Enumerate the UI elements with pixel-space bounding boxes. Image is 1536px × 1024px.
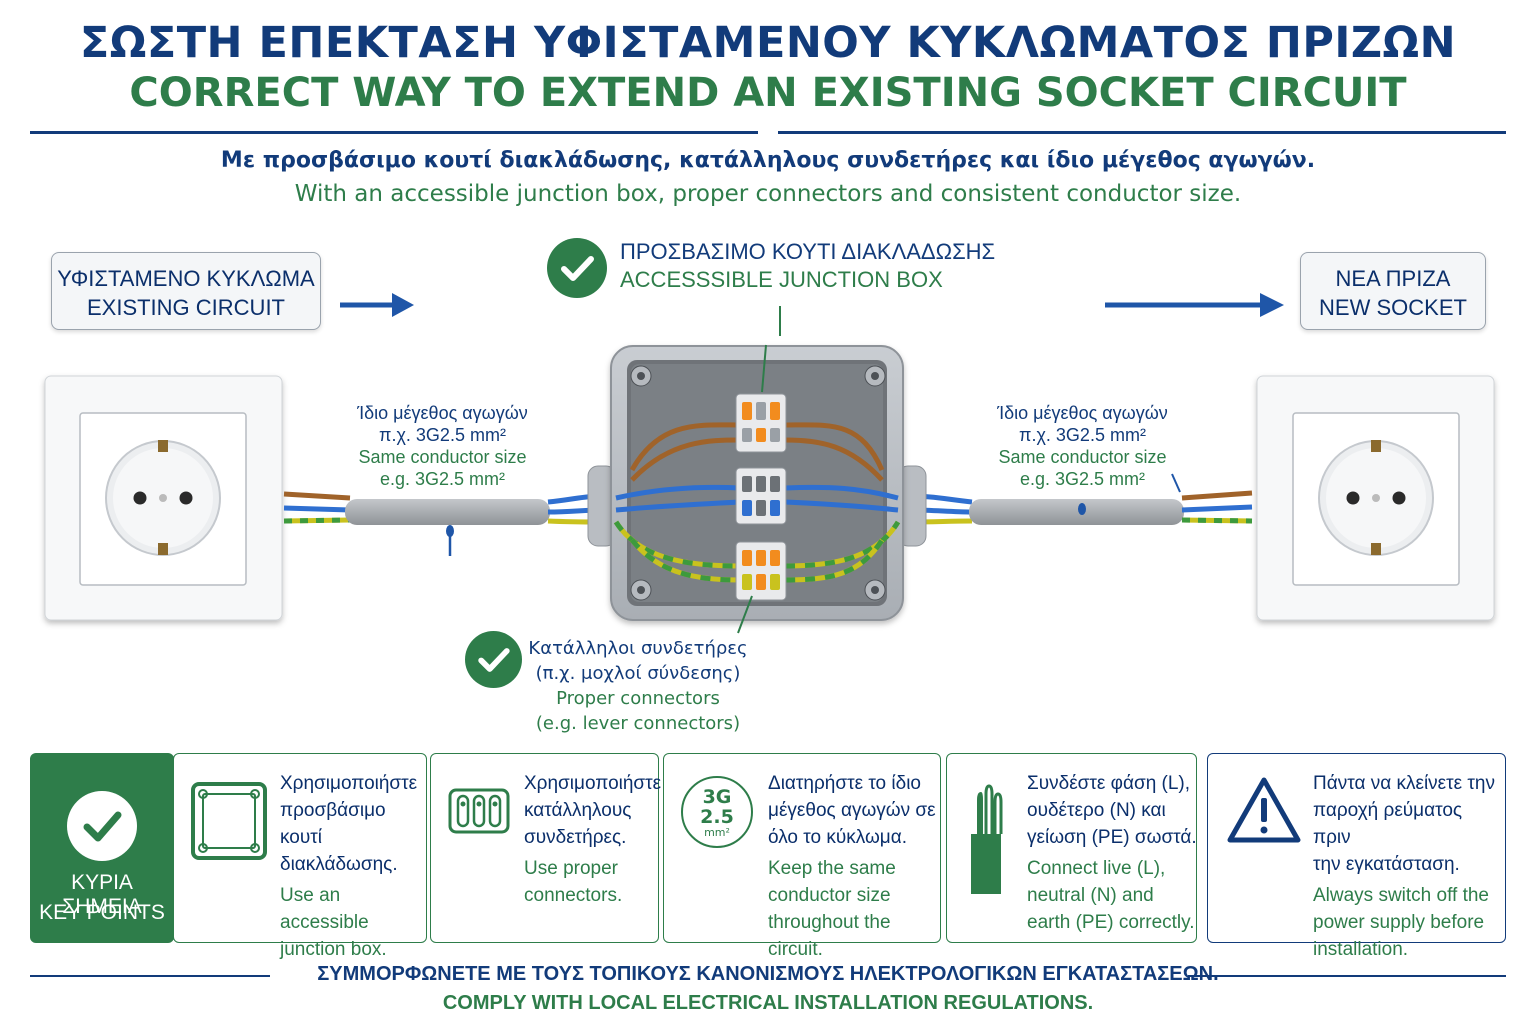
key-point-gr-line: προσβάσιμο κουτί bbox=[280, 800, 386, 848]
key-point-en-line: power supply before bbox=[1313, 912, 1485, 933]
connectors-gr-line: (π.χ. μοχλοί σύνδεσης) bbox=[535, 663, 741, 684]
connectors-en-line: (e.g. lever connectors) bbox=[535, 713, 741, 734]
conductor-size-label-right: Ίδιο μέγεθος αγωγών π.χ. 3G2.5 mm² Same … bbox=[970, 402, 1195, 490]
existing-circuit-label: ΥΦΙΣΤΑΜΕΝΟ ΚΥΚΛΩΜΑ EXISTING CIRCUIT bbox=[51, 252, 321, 330]
subtitle-greek: Με προσβάσιμο κουτί διακλάδωσης, κατάλλη… bbox=[220, 148, 1316, 173]
left-cable bbox=[283, 491, 601, 556]
conductor-size-label-left: Ίδιο μέγεθος αγωγών π.χ. 3G2.5 mm² Same … bbox=[330, 402, 555, 490]
arrow-right-icon bbox=[1105, 293, 1284, 317]
key-point-gr-line: όλο το κύκλωμα. bbox=[768, 827, 907, 848]
page-title-english: CORRECT WAY TO EXTEND AN EXISTING SOCKET… bbox=[129, 70, 1407, 116]
key-point-en-line: installation. bbox=[1313, 939, 1409, 960]
new-socket-label: ΝΕΑ ΠΡΙΖΑ NEW SOCKET bbox=[1300, 252, 1486, 330]
conductor-gr-line: Ίδιο μέγεθος αγωγών bbox=[997, 403, 1168, 423]
key-points-title-gr: ΚΥΡΙΑ ΣΗΜΕΙΑ bbox=[62, 871, 142, 918]
wires-icon bbox=[971, 784, 1003, 894]
key-point-card: Χρησιμοποιήστε κατάλληλους συνδετήρες. U… bbox=[430, 753, 662, 943]
key-point-en-line: Always switch off the bbox=[1313, 885, 1490, 906]
junction-box bbox=[587, 345, 927, 621]
key-point-en-line: Connect live (L), bbox=[1027, 858, 1166, 879]
key-point-en-line: junction box. bbox=[280, 939, 387, 960]
existing-socket bbox=[44, 375, 283, 621]
key-point-gr-line: μέγεθος αγωγών σε bbox=[768, 800, 936, 821]
footer-note-en: COMPLY WITH LOCAL ELECTRICAL INSTALLATIO… bbox=[442, 992, 1094, 1014]
key-point-gr-line: Διατηρήστε το ίδιο bbox=[768, 773, 921, 794]
key-point-gr-line: κατάλληλους bbox=[524, 800, 632, 821]
footer-note-gr: ΣΥΜΜΟΡΦΩΝΕΤΕ ΜΕ ΤΟΥΣ ΤΟΠΙΚΟΥΣ ΚΑΝΟΝΙΣΜΟΥ… bbox=[317, 963, 1219, 985]
key-point-card: Χρησιμοποιήστε προσβάσιμο κουτί διακλάδω… bbox=[173, 753, 427, 960]
connectors-leader bbox=[737, 595, 753, 634]
key-point-en-line: Use proper bbox=[524, 858, 618, 879]
key-point-en-line: neutral (N) and bbox=[1027, 885, 1154, 906]
new-socket-gr: ΝΕΑ ΠΡΙΖΑ bbox=[1335, 266, 1451, 291]
conductor-gr-line: π.χ. 3G2.5 mm² bbox=[379, 425, 506, 445]
key-point-gr-line: διακλάδωσης. bbox=[280, 854, 398, 875]
icon-text-mm2: mm² bbox=[704, 826, 730, 839]
key-point-text: Χρησιμοποιήστε κατάλληλους συνδετήρες. U… bbox=[524, 770, 662, 909]
arrow-right-icon bbox=[340, 293, 414, 317]
key-point-en-line: throughout the circuit. bbox=[768, 912, 891, 960]
conductor-en-line: Same conductor size bbox=[358, 447, 527, 467]
key-point-gr-line: Πάντα να κλείνετε την bbox=[1313, 773, 1495, 794]
icon-text-3g: 3G bbox=[702, 786, 732, 808]
check-icon bbox=[465, 631, 522, 688]
conductor-en-line: Same conductor size bbox=[998, 447, 1167, 467]
footer-divider-right bbox=[1188, 975, 1506, 977]
check-icon bbox=[547, 238, 607, 298]
key-point-gr-line: την εγκατάσταση. bbox=[1313, 854, 1460, 875]
key-point-gr-line: Χρησιμοποιήστε bbox=[280, 773, 418, 794]
key-point-gr-line: συνδετήρες. bbox=[524, 827, 627, 848]
key-point-card: 3G 2.5 mm² Διατηρήστε το ίδιο μέγεθος αγ… bbox=[663, 753, 941, 960]
footer-divider-left bbox=[30, 975, 270, 977]
junction-box-label-gr: ΠΡΟΣΒΑΣΙΜΟ ΚΟΥΤΙ ΔΙΑΚΛΑΔΩΣΗΣ bbox=[620, 239, 996, 264]
conductor-gr-line: Ίδιο μέγεθος αγωγών bbox=[357, 403, 528, 423]
key-points-header: ΚΥΡΙΑ ΣΗΜΕΙΑ KEY POINTS bbox=[30, 753, 174, 943]
key-point-gr-line: Χρησιμοποιήστε bbox=[524, 773, 662, 794]
conductor-en-line: e.g. 3G2.5 mm² bbox=[1019, 469, 1146, 489]
junction-box-leader bbox=[761, 344, 767, 393]
warning-icon bbox=[1227, 777, 1301, 843]
connectors-en-line: Proper connectors bbox=[556, 688, 720, 709]
connectors-gr-line: Κατάλληλοι συνδετήρες bbox=[528, 638, 748, 659]
key-point-gr-line: ουδέτερο (N) και bbox=[1027, 800, 1166, 821]
key-point-gr-line: Συνδέστε φάση (L), bbox=[1027, 773, 1191, 794]
key-point-en-line: conductor size bbox=[768, 885, 891, 906]
key-point-gr-line: παροχή ρεύματος πριν bbox=[1313, 800, 1463, 848]
key-point-en-line: earth (PE) correctly. bbox=[1027, 912, 1195, 933]
key-point-text: Χρησιμοποιήστε προσβάσιμο κουτί διακλάδω… bbox=[280, 770, 428, 963]
subtitle-english: With an accessible junction box, proper … bbox=[294, 181, 1242, 207]
junction-box-label-en: ACCESSSIBLE JUNCTION BOX bbox=[620, 267, 943, 292]
new-socket bbox=[1256, 375, 1495, 621]
key-point-en-line: connectors. bbox=[524, 885, 623, 906]
lever-connector-neutral bbox=[735, 467, 787, 525]
connectors-label: Κατάλληλοι συνδετήρες (π.χ. μοχλοί σύνδε… bbox=[527, 636, 749, 736]
key-point-text: Πάντα να κλείνετε την παροχή ρεύματος πρ… bbox=[1313, 770, 1503, 963]
existing-circuit-en: EXISTING CIRCUIT bbox=[86, 295, 285, 320]
key-point-card: Συνδέστε φάση (L), ουδέτερο (N) και γείω… bbox=[946, 753, 1197, 943]
conductor-en-line: e.g. 3G2.5 mm² bbox=[379, 469, 506, 489]
check-icon bbox=[67, 791, 137, 861]
page-title-greek: ΣΩΣΤΗ ΕΠΕΚΤΑΣΗ ΥΦΙΣΤΑΜΕΝΟΥ ΚΥΚΛΩΜΑΤΟΣ ΠΡ… bbox=[79, 18, 1457, 68]
junction-box-icon bbox=[191, 782, 267, 860]
conductor-size-icon: 3G 2.5 mm² bbox=[681, 776, 753, 848]
new-socket-en: NEW SOCKET bbox=[1319, 295, 1467, 320]
key-point-en-line: Keep the same bbox=[768, 858, 896, 879]
lever-connector-live bbox=[735, 393, 787, 453]
lever-connector-earth bbox=[735, 541, 787, 601]
key-point-en-line: Use an accessible bbox=[280, 885, 369, 933]
key-points-title-en: KEY POINTS bbox=[39, 901, 165, 924]
icon-text-2-5: 2.5 bbox=[700, 806, 734, 828]
key-point-text: Συνδέστε φάση (L), ουδέτερο (N) και γείω… bbox=[1027, 770, 1197, 936]
header-divider-left bbox=[30, 131, 758, 134]
lever-connector-icon bbox=[448, 788, 510, 834]
existing-circuit-gr: ΥΦΙΣΤΑΜΕΝΟ ΚΥΚΛΩΜΑ bbox=[57, 266, 315, 291]
key-point-gr-line: γείωση (PE) σωστά. bbox=[1027, 827, 1197, 848]
conductor-gr-line: π.χ. 3G2.5 mm² bbox=[1019, 425, 1146, 445]
key-point-card-warning: Πάντα να κλείνετε την παροχή ρεύματος πρ… bbox=[1207, 753, 1506, 960]
key-point-text: Διατηρήστε το ίδιο μέγεθος αγωγών σε όλο… bbox=[768, 770, 940, 963]
header-divider-right bbox=[778, 131, 1506, 134]
